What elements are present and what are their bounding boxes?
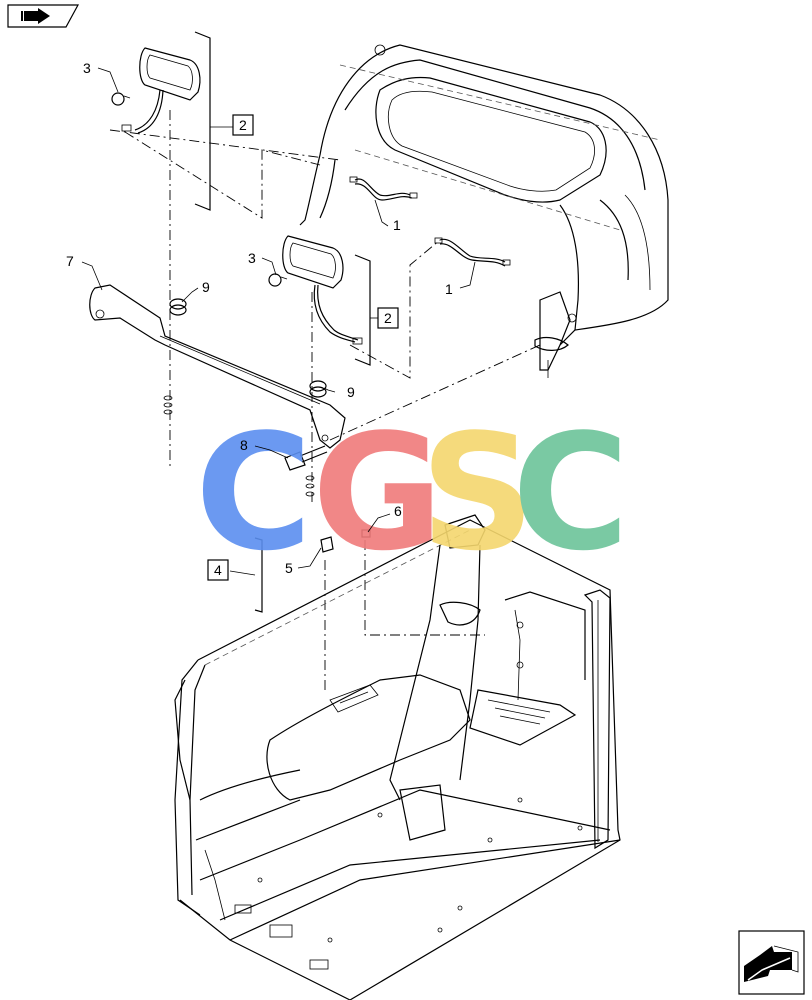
watermark-letter-c1: C (195, 399, 312, 586)
washer-stack (163, 395, 315, 497)
work-lamp-upper (121, 47, 201, 134)
svg-text:2: 2 (384, 310, 392, 326)
callout-3-lower: 3 (248, 250, 256, 266)
clip (361, 529, 371, 538)
callout-9-upper: 9 (202, 279, 210, 295)
wiring-harness (349, 176, 511, 267)
callout-9-lower: 9 (347, 384, 355, 400)
work-lamp-lower (282, 235, 363, 345)
watermark-letter-g: G (312, 399, 443, 586)
connector (320, 536, 334, 553)
boxed-callout-2-lower: 2 (377, 307, 399, 329)
leader-lines (81, 67, 476, 576)
bolt (284, 445, 328, 471)
watermark-letter-s: S (420, 399, 535, 586)
watermark: C G S C (195, 399, 629, 586)
bulb (111, 92, 288, 287)
callout-5: 5 (285, 560, 293, 576)
callout-1-upper: 1 (393, 217, 401, 233)
watermark-letter-c2: C (512, 399, 629, 586)
boxed-callout-4: 4 (207, 559, 229, 581)
book-arrow-icon[interactable] (7, 4, 80, 28)
boxed-callout-2-upper: 2 (232, 114, 254, 136)
callout-8: 8 (240, 437, 248, 453)
group-bracket (194, 31, 371, 613)
callout-1-lower: 1 (445, 281, 453, 297)
cab-roof (299, 44, 669, 378)
svg-text:2: 2 (239, 117, 247, 133)
svg-text:4: 4 (214, 562, 222, 578)
callout-3-upper: 3 (83, 60, 91, 76)
callouts: 3 3 7 9 9 8 5 6 1 1 (66, 60, 453, 576)
callout-6: 6 (394, 503, 402, 519)
cab-frame (174, 514, 621, 1000)
callout-7: 7 (66, 253, 74, 269)
assembly-lines (109, 110, 541, 690)
mounting-bracket (89, 284, 346, 449)
previous-page-arrow-icon[interactable] (738, 930, 805, 995)
